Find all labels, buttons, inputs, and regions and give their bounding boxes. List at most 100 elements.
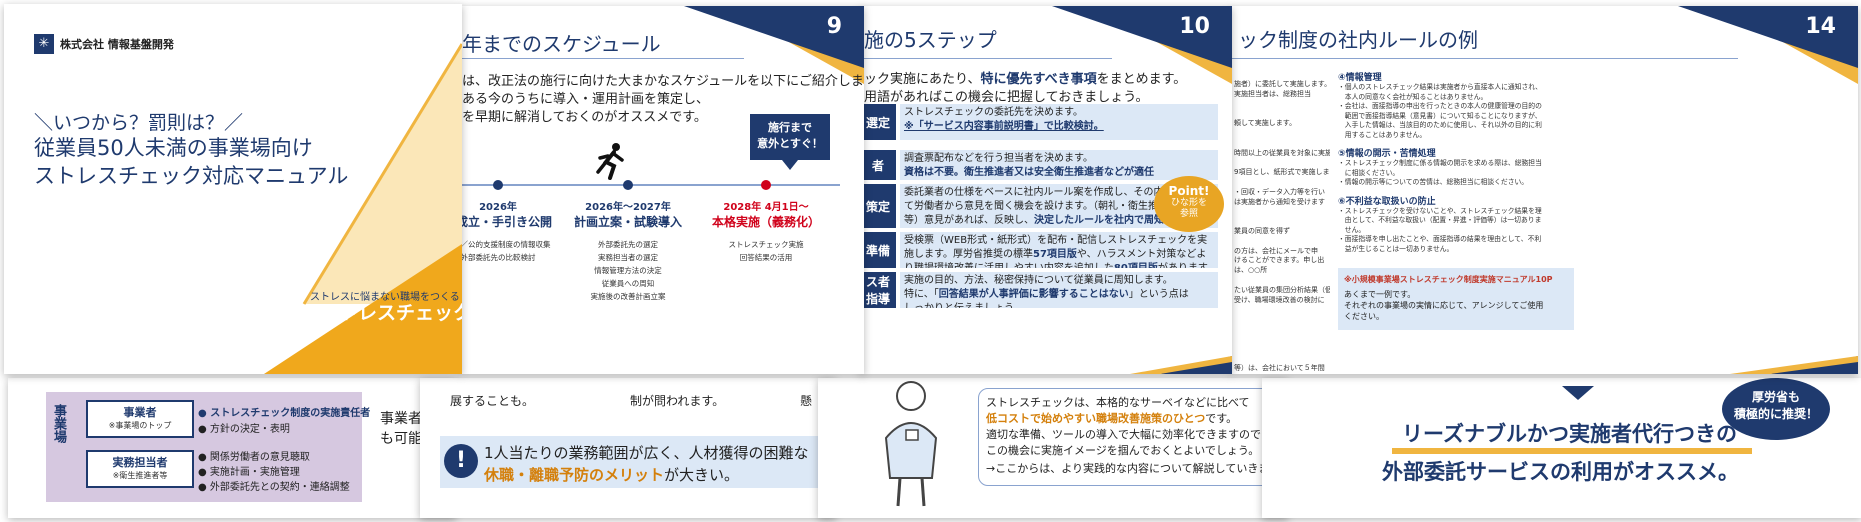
slide-14-left-column: 施者）に委託して実施します。実施担当者は、総務担当頼して実施します。時間以上の従…	[1234, 80, 1330, 374]
recommend-arrow-down	[1562, 386, 1594, 400]
rule-section-line: せん。	[1338, 225, 1366, 234]
page-number-14: 14	[1805, 14, 1836, 39]
timeline-title: 法成立・手引き公開	[460, 215, 552, 229]
timeline-year: 2028年 4月1日〜	[723, 202, 809, 213]
slide-9-corner	[684, 6, 864, 84]
timeline-item: ストレスチェック実施	[728, 240, 804, 249]
timeline-year: 2026年〜2027年	[585, 202, 671, 213]
cover-subtitle: ＼いつから？罰則は？／	[34, 112, 244, 134]
alert-top-mid: 制が問われます。	[630, 394, 725, 408]
step-description: 実施の目的、方法、秘密保持について従業員に周知します。特に、「回答結果が人事評価…	[900, 272, 1218, 308]
alert-banner	[440, 436, 836, 488]
rule-text-line	[1234, 100, 1330, 110]
slide-10-heading: 施の5ステップ	[864, 28, 997, 52]
timeline-column: 2028年 4月1日〜本格実施（義務化）ストレスチェック実施回答結果の活用	[696, 198, 836, 264]
rule-text-line: 等）は、会社において５年間	[1234, 364, 1325, 373]
rule-text-line: たい従業員の集団分析結果（個人	[1234, 285, 1330, 294]
rule-text-line	[1234, 345, 1330, 355]
rule-text-line: 9項目とし、紙形式で実施しま	[1234, 168, 1330, 177]
step-label: 準備	[860, 232, 896, 268]
timeline-dot	[623, 180, 633, 190]
slide-10-intro-2: 用語があればこの機会に把握しておきましょう。	[864, 90, 1149, 105]
timeline-year: 2026年	[479, 202, 517, 213]
rule-text-line: 施者）に委託して実施します。	[1234, 80, 1330, 88]
summary-line-5: →ここからは、より実践的な内容について解説していきます。	[986, 462, 1288, 475]
slide-9-intro-1: は、改正法の施行に向けた大まかなスケジュールを以下にご紹介します。	[462, 74, 864, 89]
timeline-item: 外部委託先の選定	[598, 240, 658, 249]
rule-text-line	[1234, 139, 1330, 149]
slide-14-corner	[1678, 6, 1858, 84]
rule-text-line	[1234, 335, 1330, 345]
role1-item-1: ● ストレスチェック制度の実施責任者	[198, 408, 371, 419]
slide-9-heading: 年までのスケジュール	[462, 32, 661, 56]
cover-title-2: ストレスチェック対応マニュアル	[34, 164, 349, 188]
timeline-item: 実施後の改善計画立案	[590, 292, 666, 301]
alert-line-1: 1人当たりの業務範囲が広く、人材獲得の困難な	[484, 444, 809, 462]
summary-line-2: 低コストで始めやすい職場改善施策のひとつです。	[986, 412, 1238, 425]
role2-item-3: ● 外部委託先との契約・連絡調整	[198, 482, 350, 493]
rule-section-line: ・ストレスチェック制度に係る情報の開示を求める際は、総務担当	[1338, 159, 1542, 167]
slide-alert: 展することも。 制が問われます。 懸 ! 1人当たりの業務範囲が広く、人材獲得の…	[420, 378, 836, 518]
timeline-item: 従業員への周知	[601, 279, 655, 288]
step-label: ス者指導	[860, 272, 896, 308]
slide-roles: 事業場 事業者 ※事業場のトップ ● ストレスチェック制度の実施責任者 ● 方針…	[8, 378, 456, 518]
slide-9-intro-3: を早期に解消しておくのがオススメです。	[462, 110, 707, 125]
cover-tagline: ストレスに悩まない職場をつくる	[310, 292, 460, 303]
alert-line-2: 休職・離職予防のメリットが大きい。	[484, 466, 740, 484]
callout-box: 施行まで意外とすぐ！	[750, 114, 830, 160]
slide-14-heading: ック制度の社内ルールの例	[1238, 28, 1478, 52]
rule-section-title: ⑥不利益な取扱いの防止	[1338, 196, 1436, 207]
summary-line-3: 適切な準備、ツールの導入で大幅に効率化できますので	[986, 428, 1261, 441]
rule-text-line	[1234, 109, 1330, 119]
step-description: 受検票（WEB形式・紙形式）を配布・配信しストレスチェックを実施します。厚労省推…	[900, 232, 1218, 268]
point-badge: Point! ひな形を参照	[1154, 176, 1224, 232]
callout-pointer	[782, 160, 798, 170]
step-label: 策定	[860, 184, 896, 228]
rule-section-line: 本人の同意なく会社が知ることはありません。	[1338, 92, 1488, 101]
rule-section-line: 用することはありません。	[1338, 130, 1427, 139]
timeline-item: 実務担当者の選定	[598, 253, 658, 262]
rule-text-line	[1234, 217, 1330, 227]
rule-text-line	[1234, 305, 1330, 315]
timeline-item: 外部委託先の比較検討	[460, 253, 536, 262]
exclamation-icon: !	[444, 444, 478, 478]
rule-text-line	[1234, 207, 1330, 217]
rule-text-line	[1234, 237, 1330, 247]
page-number-10: 10	[1179, 14, 1210, 39]
rule-text-line: は、○○所	[1234, 266, 1268, 275]
slide-10-intro-1: ック実施にあたり、特に優先すべき事項をまとめます。	[864, 72, 1187, 87]
timeline-item: 改正／公的支援制度の情報収集	[460, 240, 551, 249]
role2-item-2: ● 実施計画・実施管理	[198, 467, 300, 478]
step-label: 選定	[860, 104, 896, 140]
slide-10-footer	[1130, 356, 1232, 374]
rule-section-line: ・ストレスチェックを受けないことや、ストレスチェック結果を理	[1338, 206, 1542, 215]
rule-text-line: は実施者から通知を受けます	[1234, 197, 1325, 206]
timeline-item: 回答結果の活用	[739, 253, 793, 262]
rule-text-line	[1234, 178, 1330, 188]
slide-cover: ✳ 株式会社 情報基盤開発 ＼いつから？罰則は？／ 従業員50人未満の事業場向け…	[4, 4, 462, 374]
slide-14-note: ※小規模事業場ストレスチェック制度実施マニュアル10P あくまで一例です。 それ…	[1338, 268, 1574, 330]
slide-summary: ストレスチェックは、本格的なサーベイなどに比べて 低コストで始めやすい職場改善施…	[818, 378, 1288, 518]
role2-box: 実務担当者 ※衛生推進者等	[86, 450, 194, 488]
rule-text-line: ・回収・データ入力等を行い	[1234, 187, 1325, 196]
roles-right-text-2: も可能	[380, 431, 422, 447]
alert-top-right: 懸	[800, 394, 813, 408]
role2-item-1: ● 関係労働者の意見聴取	[198, 452, 310, 463]
timeline-title: 計画立案・試験導入	[573, 215, 682, 229]
rule-text-line	[1234, 129, 1330, 139]
slide-9-intro-2: ある今のうちに導入・運用計画を策定し、	[462, 92, 710, 107]
slide-10: 10 施の5ステップ ック実施にあたり、特に優先すべき事項をまとめます。 用語が…	[860, 6, 1232, 374]
roles-side-label: 事業場	[51, 404, 66, 443]
slide-10-corner	[1052, 6, 1232, 84]
timeline-dot	[761, 180, 771, 190]
rule-text-line: 業員の同意を得ず	[1234, 226, 1290, 235]
recommend-underline	[1392, 448, 1752, 454]
cover-decoration	[264, 43, 462, 374]
timeline-column: 2026年〜2027年計画立案・試験導入外部委託先の選定実務担当者の選定情報管理…	[558, 198, 698, 303]
summary-line-4: この機会に実施イメージを掴んでおくとよいでしょう。	[986, 444, 1260, 457]
rule-section-line: ・会社は、面接指導の申出を行ったときの本人の健康管理の目的の	[1338, 102, 1542, 110]
rule-text-line: の方は、会社にメールで申	[1234, 246, 1318, 255]
rule-section-title: ④情報管理	[1338, 73, 1382, 83]
recommend-line-1: リーズナブルかつ実施者代行つきの	[1402, 422, 1737, 446]
